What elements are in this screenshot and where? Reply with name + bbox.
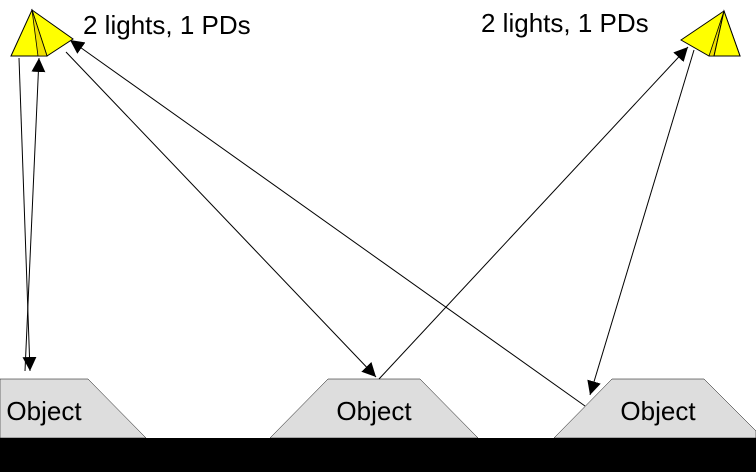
right-device-label: 2 lights, 1 PDs bbox=[481, 8, 649, 38]
path-object-3-to-left bbox=[69, 39, 586, 407]
object-2: Object bbox=[269, 378, 479, 439]
ground-bar bbox=[0, 438, 756, 472]
path-left-down bbox=[18, 57, 37, 372]
left-device-icon bbox=[10, 8, 74, 57]
object-3: Object bbox=[553, 378, 756, 439]
path-right-to-object-3 bbox=[587, 49, 695, 396]
path-left-to-object-2 bbox=[65, 51, 377, 378]
path-object-2-to-right bbox=[378, 46, 689, 380]
object-1-label: Object bbox=[6, 396, 82, 426]
object-1: Object bbox=[0, 378, 147, 439]
signal-paths bbox=[18, 39, 695, 407]
path-left-up bbox=[24, 57, 46, 372]
object-2-label: Object bbox=[336, 396, 412, 426]
object-3-label: Object bbox=[620, 396, 696, 426]
right-device-icon bbox=[680, 9, 741, 57]
left-device-label: 2 lights, 1 PDs bbox=[83, 10, 251, 40]
